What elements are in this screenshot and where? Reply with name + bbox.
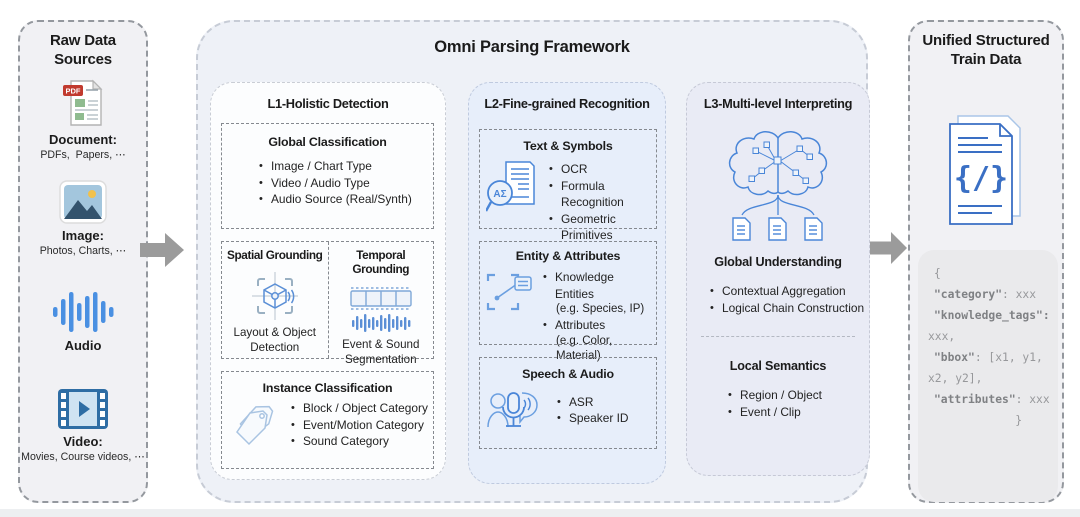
- list-item: Block / Object Category: [290, 400, 428, 417]
- ocr-magnifier-icon: AΣ: [486, 161, 535, 212]
- text-symbols-list: OCR Formula Recognition Geometric Primit…: [548, 161, 656, 244]
- svg-text:{/}: {/}: [954, 161, 1008, 196]
- spatial-grounding-title: Spatial Grounding: [227, 248, 323, 262]
- code-line: "category": xxx: [934, 288, 1037, 301]
- list-item: Event/Motion Category: [290, 417, 428, 434]
- json-document-icon: {/}: [949, 115, 1021, 225]
- code-line: {: [934, 267, 941, 280]
- list-item: Video / Audio Type: [258, 175, 433, 192]
- list-item: Attributes (e.g. Color, Material): [542, 317, 656, 364]
- global-understanding-list: Contextual Aggregation Logical Chain Con…: [709, 283, 864, 316]
- image-sublabel: Photos, Charts, ⋯: [39, 245, 127, 257]
- code-line: x2, y2],: [928, 372, 983, 385]
- audio-waveform-icon: [53, 292, 114, 332]
- l1-header: L1-Holistic Detection: [267, 96, 389, 111]
- code-line: "attributes": xxx: [934, 393, 1050, 406]
- local-semantics-list: Region / Object Event / Clip: [727, 387, 822, 420]
- list-item: Audio Source (Real/Synth): [258, 191, 433, 208]
- code-line: }: [1015, 414, 1022, 427]
- list-item: ASR: [556, 394, 628, 411]
- pdf-document-icon: PDF: [63, 79, 103, 126]
- image-label: Image:: [62, 228, 104, 243]
- image-icon: [59, 180, 107, 224]
- spatial-caption-line1: Layout & Object: [233, 326, 317, 339]
- output-panel: Unified Structured Train Data {/} { "cat…: [908, 20, 1064, 503]
- instance-classification-box: Instance Classification Block / Object C…: [221, 371, 434, 469]
- temporal-caption-line2: Segmentation: [344, 352, 417, 366]
- l1-holistic-detection-column: L1-Holistic Detection Global Classificat…: [210, 82, 446, 480]
- list-item: Region / Object: [727, 387, 822, 404]
- video-film-icon: [58, 389, 108, 429]
- temporal-caption-line1: Event & Sound: [342, 338, 420, 351]
- video-label: Video:: [63, 434, 103, 449]
- global-classification-box: Global Classification Image / Chart Type…: [221, 123, 434, 229]
- image-item: Image: Photos, Charts, ⋯: [20, 180, 146, 257]
- code-line: "bbox": [x1, y1,: [934, 351, 1043, 364]
- l2-header: L2-Fine-grained Recognition: [484, 96, 650, 111]
- flow-arrow-input: [140, 233, 184, 267]
- speech-audio-title: Speech & Audio: [522, 367, 614, 381]
- spatial-grounding-cell: Spatial Grounding: [222, 242, 328, 358]
- raw-data-title: Raw Data Sources: [50, 32, 116, 68]
- audio-item: Audio: [20, 290, 146, 355]
- l3-header: L3-Multi-level Interpreting: [703, 96, 853, 111]
- list-item: OCR: [548, 161, 656, 178]
- speech-audio-box: Speech & Audio: [479, 357, 657, 449]
- local-semantics-title: Local Semantics: [729, 359, 827, 373]
- speech-audio-list: ASR Speaker ID: [556, 394, 628, 427]
- list-item: Image / Chart Type: [258, 158, 433, 175]
- entity-attributes-list: Knowledge Entities (e.g. Species, IP) At…: [542, 269, 656, 364]
- temporal-grounding-icon: [350, 287, 412, 332]
- tags-icon: [236, 405, 274, 445]
- raw-data-panel: Raw Data Sources PDF Document: PDFs, Pap…: [18, 20, 148, 503]
- list-item: Knowledge Entities (e.g. Species, IP): [542, 269, 656, 317]
- flow-arrow-output: [869, 232, 907, 264]
- list-item: Formula Recognition: [548, 178, 656, 211]
- document-label: Document:: [49, 132, 117, 147]
- text-symbols-box: Text & Symbols AΣ OCR: [479, 129, 657, 242]
- entity-attributes-title: Entity & Attributes: [515, 249, 621, 263]
- spatial-grounding-icon: [251, 272, 298, 320]
- global-classification-title: Global Classification: [268, 135, 387, 149]
- list-item: Geometric Primitives: [548, 211, 656, 244]
- spatial-caption-line2: Detection: [250, 340, 300, 354]
- code-line: "knowledge_tags":: [934, 309, 1050, 322]
- l3-section-divider: [701, 336, 855, 337]
- svg-text:PDF: PDF: [66, 87, 81, 96]
- bottom-margin-strip: [0, 509, 1080, 517]
- list-item: Speaker ID: [556, 410, 628, 427]
- list-item-example: (e.g. Color, Material): [556, 334, 613, 362]
- temporal-grounding-title: Temporal Grounding: [352, 248, 410, 276]
- document-sublabel: PDFs, Papers, ⋯: [40, 149, 126, 161]
- video-item: Video: Movies, Course videos, ⋯: [20, 388, 146, 463]
- global-classification-list: Image / Chart Type Video / Audio Type Au…: [258, 158, 433, 208]
- l2-fine-grained-recognition-column: L2-Fine-grained Recognition Text & Symbo…: [468, 82, 666, 484]
- brain-aggregation-icon: [728, 131, 828, 241]
- list-item: Logical Chain Construction: [709, 300, 864, 317]
- entity-annotation-icon: [486, 273, 532, 311]
- video-sublabel: Movies, Course videos, ⋯: [21, 451, 145, 463]
- temporal-grounding-cell: Temporal Grounding: [327, 242, 434, 366]
- entity-attributes-box: Entity & Attributes: [479, 241, 657, 362]
- list-item: Contextual Aggregation: [709, 283, 864, 300]
- list-item: Sound Category: [290, 433, 428, 450]
- global-understanding-title: Global Understanding: [714, 255, 842, 269]
- omni-parsing-framework-panel: Omni Parsing Framework L1-Holistic Detec…: [196, 20, 870, 503]
- speaker-microphone-icon: [487, 392, 538, 428]
- l3-multi-level-interpreting-column: L3-Multi-level Interpreting: [686, 82, 870, 476]
- framework-title: Omni Parsing Framework: [434, 38, 630, 56]
- audio-label: Audio: [64, 338, 102, 353]
- document-item: PDF Document: PDFs, Papers, ⋯: [20, 78, 146, 161]
- code-line: xxx,: [928, 330, 956, 343]
- grounding-box: Spatial Grounding: [221, 241, 434, 366]
- output-title: Unified Structured Train Data: [922, 32, 1050, 68]
- list-item-example: (e.g. Species, IP): [556, 303, 645, 315]
- instance-classification-title: Instance Classification: [262, 381, 393, 395]
- instance-classification-list: Block / Object Category Event/Motion Cat…: [290, 400, 428, 450]
- text-symbols-title: Text & Symbols: [523, 139, 613, 153]
- json-code-block: { "category": xxx "knowledge_tags": xxx,…: [918, 250, 1058, 502]
- svg-text:AΣ: AΣ: [493, 189, 506, 200]
- list-item: Event / Clip: [727, 404, 822, 421]
